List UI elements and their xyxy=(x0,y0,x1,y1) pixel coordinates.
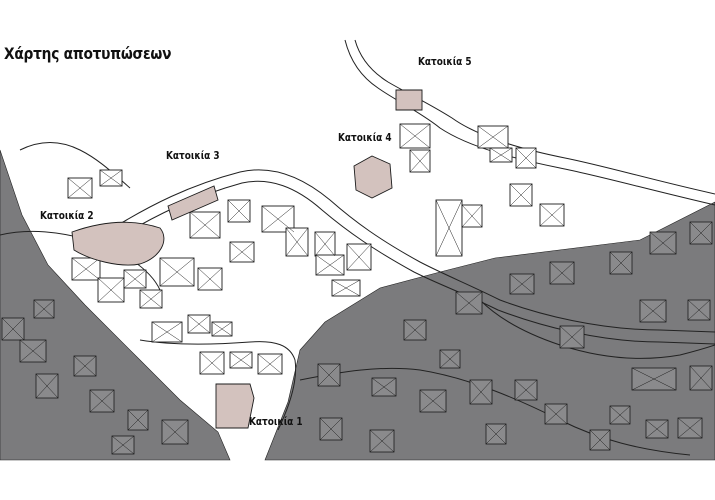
roof-ridge xyxy=(489,147,513,163)
road-central xyxy=(109,169,715,333)
roof-ridge xyxy=(187,314,211,334)
road-lower xyxy=(299,367,691,456)
roof-ridge xyxy=(346,243,372,271)
house-1-footprint xyxy=(215,383,255,429)
roof-ridge xyxy=(399,123,431,149)
roof-ridge xyxy=(99,169,123,187)
house-label-1: Κατοικία 1 xyxy=(249,416,303,428)
roof-ridge xyxy=(285,227,309,257)
roof-ridge xyxy=(261,205,295,233)
roof-ridge xyxy=(197,267,223,291)
road-top-edge xyxy=(354,39,715,195)
roof-ridge xyxy=(33,299,55,319)
surveyed-houses xyxy=(71,89,423,429)
roof-ridge xyxy=(257,353,283,375)
roof-ridge xyxy=(631,367,677,391)
road-south xyxy=(139,339,297,431)
roof-ridge xyxy=(639,299,667,323)
roof-ridge xyxy=(127,409,149,431)
roof-ridge xyxy=(689,365,713,391)
roof-ridge xyxy=(469,379,493,405)
roof-ridge xyxy=(609,405,631,425)
building-footprints xyxy=(67,123,565,375)
roof-ridge xyxy=(559,325,585,349)
roof-ridge xyxy=(435,199,463,257)
roof-ridge xyxy=(319,417,343,441)
roof-ridge xyxy=(549,261,575,285)
roof-ridge xyxy=(211,321,233,337)
roof-ridge xyxy=(161,419,189,445)
roof-ridge xyxy=(455,291,483,315)
roof-ridge xyxy=(539,203,565,227)
roof-ridge xyxy=(139,289,163,309)
roof-ridge xyxy=(514,379,538,401)
roof-ridge xyxy=(369,429,395,453)
roof-ridge xyxy=(227,199,251,223)
roof-ridge xyxy=(687,299,711,321)
roof-ridge xyxy=(73,355,97,377)
roof-ridge xyxy=(111,435,135,455)
roof-ridge xyxy=(331,279,361,297)
roof-ridge xyxy=(151,321,183,343)
roof-ridge xyxy=(461,204,483,228)
roof-ridge xyxy=(403,319,427,341)
roof-ridge xyxy=(19,339,47,363)
house-3-footprint xyxy=(167,185,219,221)
roof-ridge xyxy=(71,257,101,281)
page-title: Χάρτης αποτυπώσεων xyxy=(4,44,172,63)
roof-ridge xyxy=(35,373,59,399)
roof-ridge xyxy=(419,389,447,413)
roof-ridge xyxy=(97,277,125,303)
house-5-footprint xyxy=(395,89,423,111)
surrounding-buildings xyxy=(1,221,713,455)
roof-ridge xyxy=(199,351,225,375)
roof-ridge xyxy=(509,273,535,295)
roof-ridge xyxy=(315,254,345,276)
roof-ridge xyxy=(371,377,397,397)
roof-ridge xyxy=(229,351,253,369)
roof-ridge xyxy=(509,183,533,207)
roof-ridge xyxy=(159,257,195,287)
road-top xyxy=(344,39,715,206)
house-label-5: Κατοικία 5 xyxy=(418,56,472,68)
house-4-footprint xyxy=(353,155,393,199)
house-label-4: Κατοικία 4 xyxy=(338,132,392,144)
roof-ridge xyxy=(123,269,147,289)
roof-ridge xyxy=(67,177,93,199)
roof-ridge xyxy=(689,221,713,245)
roof-ridge xyxy=(229,241,255,263)
roof-ridge xyxy=(89,389,115,413)
house-label-3: Κατοικία 3 xyxy=(166,150,220,162)
roof-ridge xyxy=(677,417,703,439)
roof-ridge xyxy=(609,251,633,275)
roof-ridge xyxy=(544,403,568,425)
roof-ridge xyxy=(645,419,669,439)
roof-ridge xyxy=(485,423,507,445)
roof-ridge xyxy=(314,231,336,257)
house-label-2: Κατοικία 2 xyxy=(40,210,94,222)
roof-ridge xyxy=(409,149,431,173)
roof-ridge xyxy=(317,363,341,387)
road-loop xyxy=(479,299,715,359)
roof-ridge xyxy=(439,349,461,369)
roof-ridge xyxy=(589,429,611,451)
house-2-footprint xyxy=(71,221,165,266)
roof-ridge xyxy=(477,125,509,149)
roof-ridge xyxy=(515,147,537,169)
roof-ridge xyxy=(1,317,25,341)
roof-ridge xyxy=(649,231,677,255)
roof-ridge xyxy=(189,211,221,239)
